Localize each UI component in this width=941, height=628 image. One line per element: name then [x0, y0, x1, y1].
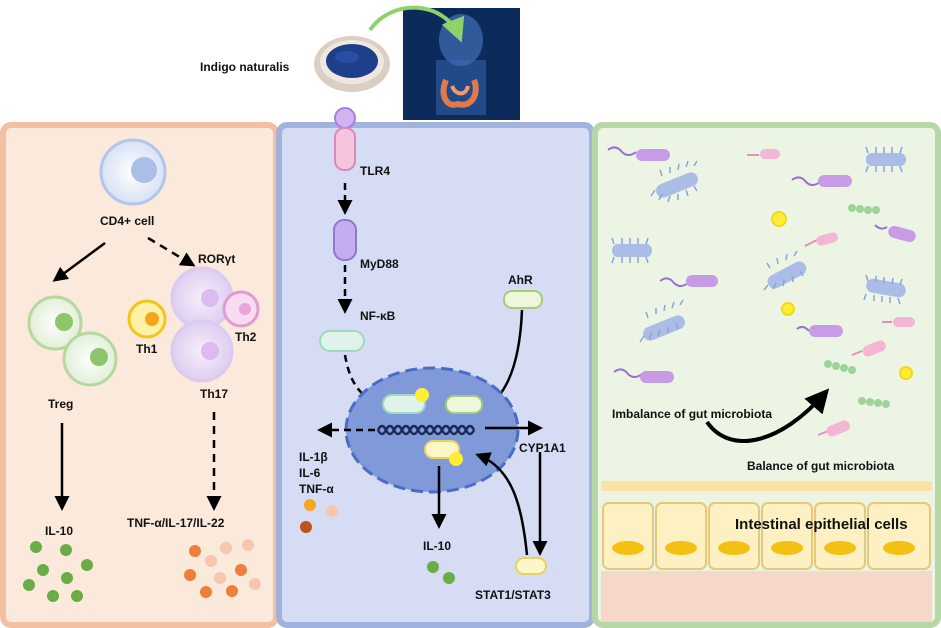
stat-to-nucleus-arrow: [475, 452, 529, 556]
cd4-cell-label: CD4+ cell: [100, 214, 154, 228]
th1-cell: [127, 299, 167, 339]
treg-cell-upper: [27, 295, 83, 351]
th17-cytokine-dots: [184, 539, 261, 598]
il10-dots-immune: [23, 541, 93, 602]
bacterium-purple-3-icon: [874, 224, 916, 243]
stat-label: STAT1/STAT3: [475, 588, 551, 602]
ingestion-arrow: [368, 5, 465, 43]
cd4-to-treg-arrow: [52, 241, 106, 282]
indigo-naturalis-label: Indigo naturalis: [200, 60, 290, 74]
cyp1a1-label: CYP1A1: [519, 441, 566, 455]
ligand-dot-lower-icon: [449, 452, 463, 466]
epithelial-cells-label: Intestinal epithelial cells: [735, 516, 908, 533]
bacterium-pink-3-icon: [882, 317, 915, 327]
bacterium-pink-1-icon: [747, 149, 780, 159]
immune-cell-panel: CD4+ cell RORγt Treg Th1 Th: [0, 122, 279, 628]
proinflammatory-cytokine-dots: [300, 499, 338, 533]
cd4-cell: [99, 138, 167, 206]
bacterium-pink-5-icon: [817, 420, 850, 437]
tnfa-label: TNF-α: [299, 482, 334, 496]
th17-cytokines-label: TNF-α/IL-17/IL-22: [127, 516, 225, 530]
bacterium-pink-2-icon: [804, 232, 838, 247]
tlr4-label: TLR4: [360, 164, 390, 178]
streptococcus-chain-1-icon: [848, 204, 880, 214]
th1-label: Th1: [136, 342, 158, 356]
ahr-icon: [503, 290, 543, 309]
stat-in-nucleus-icon: [424, 440, 460, 459]
bacterium-blue-2-icon: [865, 146, 906, 173]
bacterium-purple-1-icon: [607, 146, 670, 161]
th17-label: Th17: [200, 387, 228, 401]
th17-cell-upper: [170, 266, 234, 330]
nfkb-in-nucleus-icon: [382, 394, 426, 414]
bacterium-purple-4-icon: [659, 275, 718, 287]
il1b-label: IL-1β: [299, 450, 328, 464]
roryt-label: RORγt: [198, 252, 235, 266]
ligand-dot-upper-icon: [415, 388, 429, 402]
bacterium-blue-4-icon: [763, 250, 807, 291]
th17-cell-lower: [170, 319, 234, 383]
epithelial-cell-row: [602, 502, 931, 570]
stat-icon: [515, 557, 547, 575]
streptococcus-chain-3-icon: [858, 397, 890, 408]
nfkb-icon: [319, 330, 365, 352]
bacterium-purple-2-icon: [791, 175, 852, 187]
indigo-powder-bowl-icon: [314, 36, 390, 92]
rebalance-arrow: [705, 388, 830, 443]
bacterium-blue-1-icon: [650, 160, 698, 203]
ahr-label: AhR: [508, 273, 533, 287]
bacterium-pink-4-icon: [851, 340, 886, 357]
bacterium-purple-5-icon: [796, 325, 843, 337]
ahr-in-nucleus-icon: [445, 395, 483, 414]
microbiota-panel-background: [592, 122, 941, 628]
signaling-panel: TLR4 MyD88 NF-κB AhR CYP1A1 IL-1β IL-6 T…: [276, 107, 595, 628]
bacteria-cluster: [607, 146, 916, 437]
treg-cell-lower: [62, 331, 118, 387]
bacterium-blue-5-icon: [863, 274, 906, 305]
il6-label: IL-6: [299, 466, 321, 480]
myd88-icon: [333, 219, 357, 261]
ligand-dot-microbiota-2-icon: [781, 302, 795, 316]
bacterium-purple-6-icon: [613, 368, 674, 383]
treg-label: Treg: [48, 397, 73, 411]
cd4-to-th17-arrow: [147, 236, 196, 267]
imbalance-label: Imbalance of gut microbiota: [612, 407, 772, 421]
signaling-il10-label: IL-10: [423, 539, 451, 553]
intestinal-epithelium: [601, 481, 932, 622]
microbiota-panel: Imbalance of gut microbiota Balance of g…: [592, 122, 941, 628]
bacterium-blue-6-icon: [639, 299, 685, 343]
streptococcus-chain-2-icon: [824, 360, 856, 374]
myd88-label: MyD88: [360, 257, 399, 271]
th2-label: Th2: [235, 330, 257, 344]
bacterium-blue-3-icon: [611, 237, 652, 264]
ligand-dot-microbiota-1-icon: [771, 211, 787, 227]
tlr4-receptor-icon: [334, 107, 356, 171]
nucleus: [344, 366, 520, 494]
ligand-dot-microbiota-3-icon: [899, 366, 913, 380]
header: Indigo naturalis: [200, 5, 520, 120]
balance-label: Balance of gut microbiota: [747, 459, 895, 473]
treg-il10-label: IL-10: [45, 524, 73, 538]
human-intestine-image: [403, 8, 520, 120]
nfkb-label: NF-κB: [360, 309, 396, 323]
th2-cell: [222, 290, 260, 328]
il10-dots-signaling: [427, 561, 455, 584]
